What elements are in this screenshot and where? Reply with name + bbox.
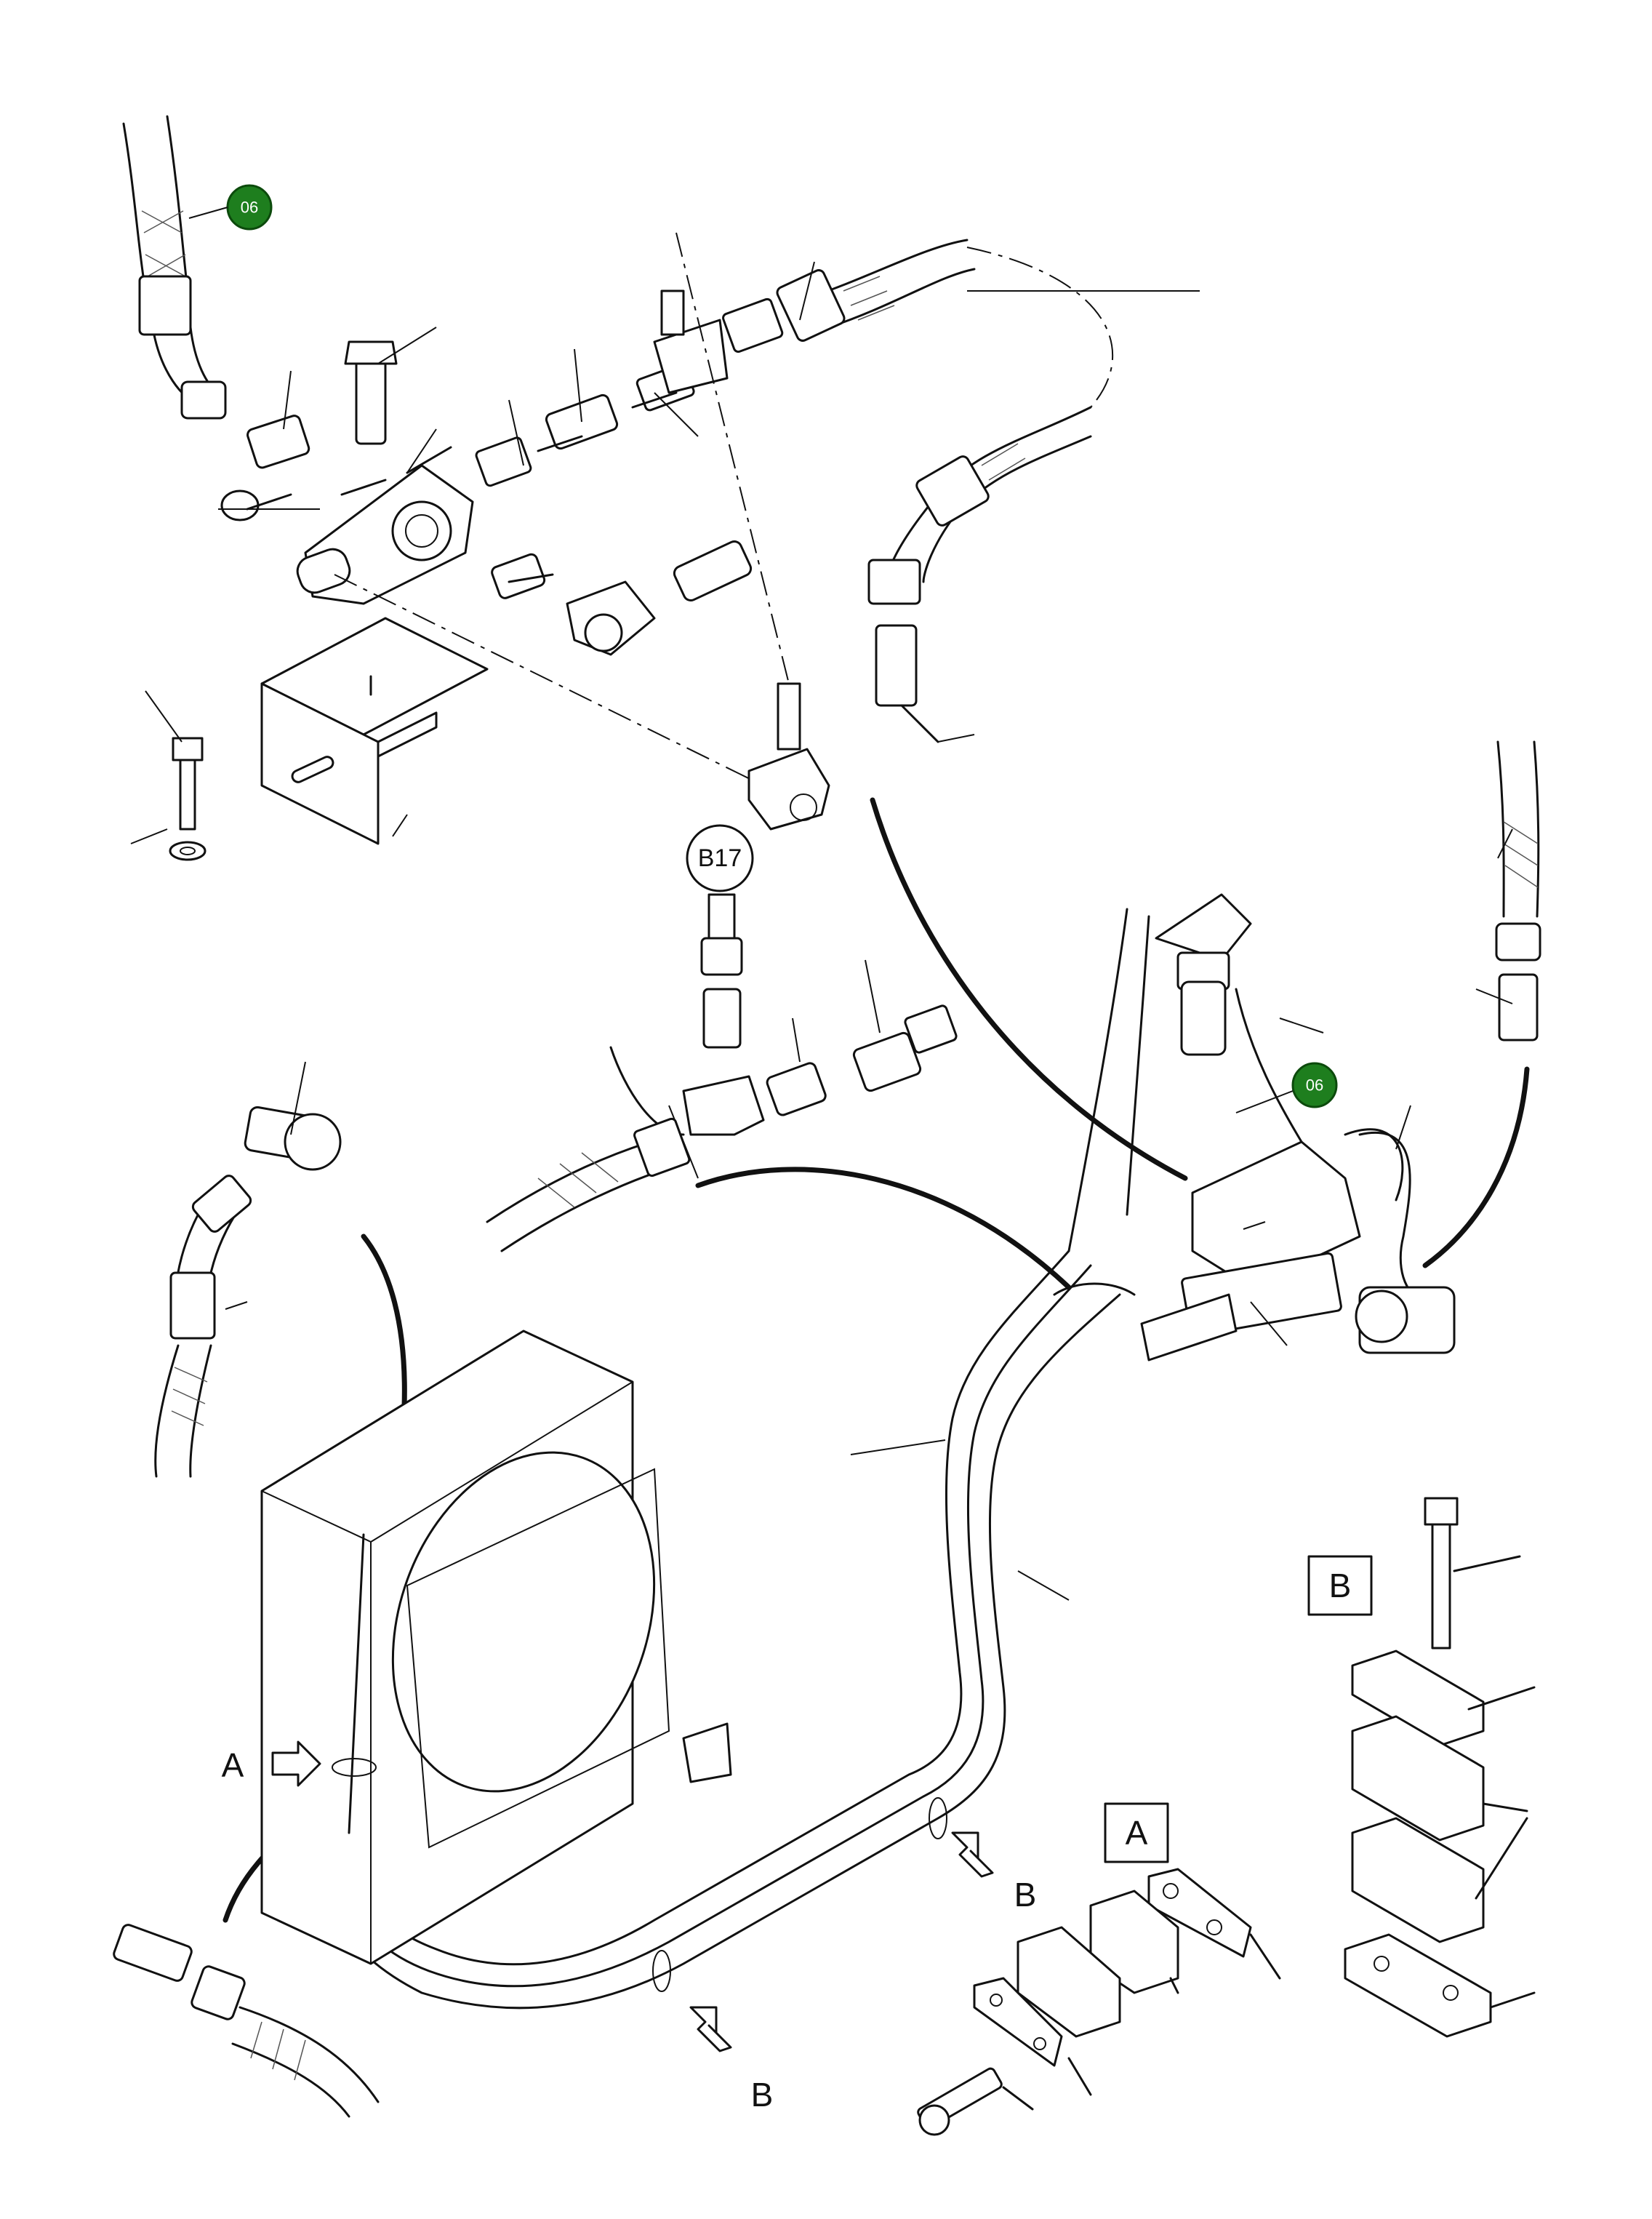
arrow-label-a: A [222,1746,244,1784]
tee-fitting-mid [747,682,830,831]
bolt-washer [169,737,206,861]
dash-line-3 [966,247,1114,408]
hose-right-top [1495,740,1541,1041]
hose-left-elbow [154,1105,342,1478]
view-arrow-a: A [222,1740,377,1787]
arrow-label-b-1: B [1014,1876,1037,1914]
curve-arrow-mid [695,1167,1072,1290]
detail-a: A [917,1802,1281,2136]
dash-line-1 [334,574,779,793]
detail-label-a: A [1126,1814,1148,1852]
long-hoses [318,1250,1121,2010]
hose-top-left [122,115,227,420]
detail-label-b: B [1329,1567,1352,1604]
hose-top-right [776,239,1092,743]
callout-dot-2: 06 [1235,1062,1338,1114]
mounting-bracket [260,617,489,845]
b17-label: B17 [698,844,742,872]
sensor-b17-group: B17 [609,824,958,1136]
radiator-unit [260,1330,732,1965]
hose-mid-left [486,1117,691,1252]
leader-lines [130,261,1513,1601]
callout-dot-1-text: 06 [241,199,258,217]
fitting-chain-top [220,289,784,656]
curve-arrow-far-right [1422,1066,1530,1268]
valve-assembly [1053,893,1456,1362]
curve-arrow-right [870,797,1188,1181]
detail-b: B [1307,1497,1536,2038]
fitting-bottom-left [113,1924,380,2118]
arrow-label-b-2: B [751,2076,774,2114]
dash-line-2 [675,232,793,699]
callout-dot-1: 06 [188,184,273,231]
view-arrow-b-2: B [652,1950,774,2114]
callout-dot-2-text: 06 [1306,1076,1323,1095]
view-arrow-b-1: B [929,1797,1037,1914]
